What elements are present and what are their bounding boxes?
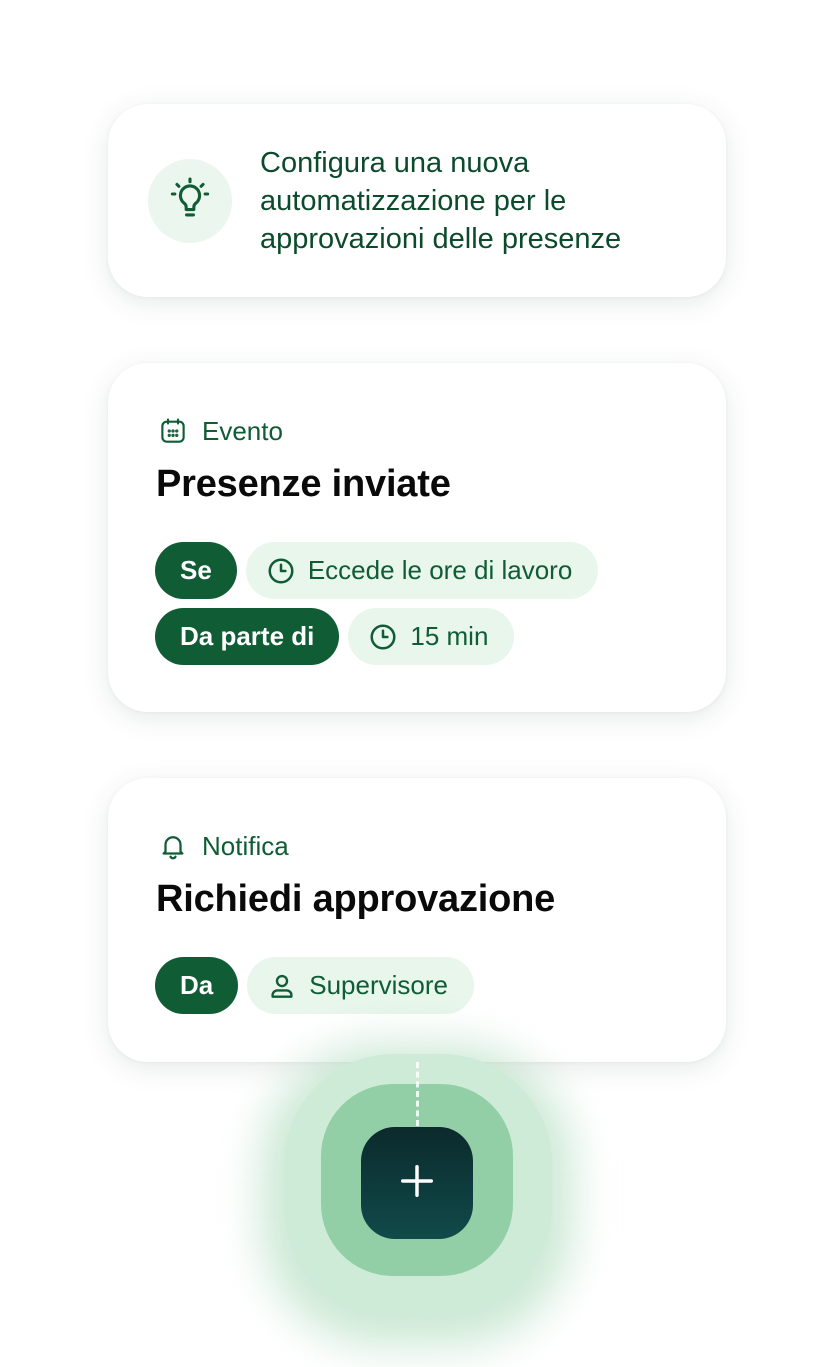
hint-card: Configura una nuova automatizzazione per… xyxy=(108,104,726,297)
action-kicker-label: Notifica xyxy=(202,830,289,861)
condition-value-pill[interactable]: Supervisore xyxy=(247,957,474,1014)
bell-icon xyxy=(158,831,188,861)
condition-value-text: Eccede le ore di lavoro xyxy=(307,555,573,585)
action-title: Richiedi approvazione xyxy=(156,878,556,920)
condition-value-pill[interactable]: Eccede le ore di lavoro xyxy=(245,542,599,599)
trigger-title: Presenze inviate xyxy=(156,463,451,505)
user-icon xyxy=(267,971,297,1001)
condition-label-pill[interactable]: Da parte di xyxy=(155,608,340,665)
trigger-kicker-label: Evento xyxy=(202,415,283,446)
add-step-button[interactable] xyxy=(361,1127,473,1239)
calendar-icon xyxy=(158,416,188,446)
action-card[interactable]: Notifica Richiedi approvazione Da Superv… xyxy=(108,778,726,1062)
clock-icon xyxy=(266,556,296,586)
trigger-card[interactable]: Evento Presenze inviate Se Eccede le ore… xyxy=(108,363,726,712)
trigger-kicker: Evento xyxy=(158,413,283,449)
lightbulb-icon xyxy=(167,176,213,227)
condition-row: Se Eccede le ore di lavoro xyxy=(155,542,599,599)
lightbulb-badge xyxy=(148,159,232,243)
clock-icon xyxy=(368,622,398,652)
condition-value-pill[interactable]: 15 min xyxy=(348,608,515,665)
condition-value-text: 15 min xyxy=(410,621,489,651)
dashed-connector xyxy=(416,1062,419,1126)
plus-icon xyxy=(398,1162,436,1205)
condition-value-text: Supervisore xyxy=(309,970,448,1000)
condition-row: Da Supervisore xyxy=(155,957,474,1014)
action-kicker: Notifica xyxy=(158,828,289,864)
hint-text: Configura una nuova automatizzazione per… xyxy=(260,147,622,255)
condition-label-pill[interactable]: Se xyxy=(155,542,237,599)
condition-label-pill[interactable]: Da xyxy=(155,957,239,1014)
condition-row: Da parte di 15 min xyxy=(155,608,515,665)
